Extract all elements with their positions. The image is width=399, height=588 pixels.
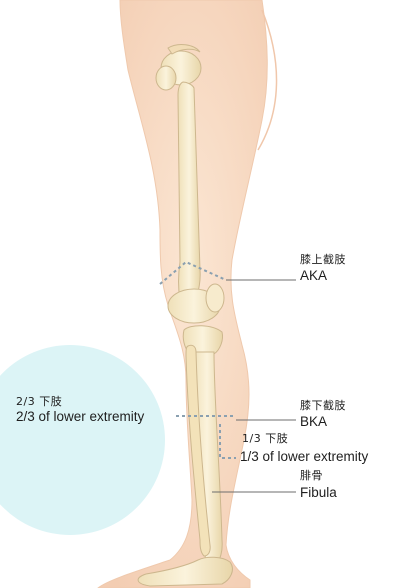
background-accent-circle bbox=[0, 345, 165, 535]
fibula-label-en: Fibula bbox=[300, 486, 337, 500]
one-third-label-zh: 1/3 下肢 bbox=[242, 433, 288, 444]
one-third-label-en: 1/3 of lower extremity bbox=[240, 450, 368, 464]
fibula-label-zh: 腓骨 bbox=[300, 470, 323, 481]
aka-label-en: AKA bbox=[300, 269, 327, 283]
bka-label-en: BKA bbox=[300, 415, 327, 429]
greater-trochanter bbox=[156, 66, 176, 90]
patella bbox=[206, 284, 224, 312]
aka-label-zh: 膝上截肢 bbox=[300, 254, 346, 265]
two-thirds-label-zh: 2/3 下肢 bbox=[16, 396, 62, 407]
bka-label-zh: 膝下截肢 bbox=[300, 400, 346, 411]
two-thirds-label-en: 2/3 of lower extremity bbox=[16, 410, 144, 424]
